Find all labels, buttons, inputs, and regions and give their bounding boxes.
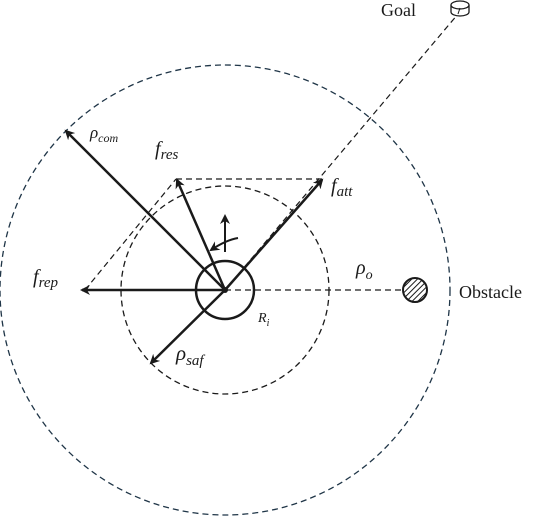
rho-saf-label: ρsaf bbox=[175, 341, 205, 369]
rho-saf-arrow bbox=[149, 289, 226, 365]
r-i-label: Ri bbox=[257, 311, 270, 329]
rho-o-label: ρo bbox=[355, 257, 373, 283]
f-rep-sub: rep bbox=[39, 275, 59, 291]
goal-direction-line bbox=[224, 13, 459, 291]
f-res-arrow bbox=[175, 178, 227, 291]
goal-label: Goal bbox=[381, 0, 416, 20]
rotation-arrow-icon bbox=[209, 237, 239, 252]
goal-icon bbox=[450, 0, 470, 17]
rho-o-sub: o bbox=[366, 268, 373, 283]
rho-com-label: ρcom bbox=[89, 123, 118, 145]
f-res-label: fres bbox=[155, 138, 179, 163]
f-att-sub: att bbox=[337, 184, 354, 200]
rho-com-base: ρ bbox=[89, 123, 98, 142]
f-rep-base: f bbox=[33, 266, 41, 288]
rho-saf-base: ρ bbox=[175, 341, 186, 365]
f-res-sub: res bbox=[161, 147, 179, 163]
obstacle-icon bbox=[402, 277, 428, 303]
f-rep-label: frep bbox=[33, 266, 59, 291]
parallelogram-left-line bbox=[84, 178, 177, 291]
r-i-sub: i bbox=[267, 318, 270, 329]
f-res-base: f bbox=[155, 138, 163, 160]
communication-range-circle bbox=[0, 64, 451, 516]
rho-o-base: ρ bbox=[355, 257, 366, 279]
f-att-base: f bbox=[331, 175, 339, 197]
rho-com-arrow bbox=[64, 129, 226, 291]
f-att-label: fatt bbox=[331, 175, 353, 200]
rho-com-sub: com bbox=[98, 131, 118, 145]
rho-saf-sub: saf bbox=[186, 353, 205, 369]
f-att-arrow bbox=[224, 178, 324, 291]
obstacle-label: Obstacle bbox=[459, 282, 522, 302]
r-i-base: R bbox=[257, 311, 267, 326]
